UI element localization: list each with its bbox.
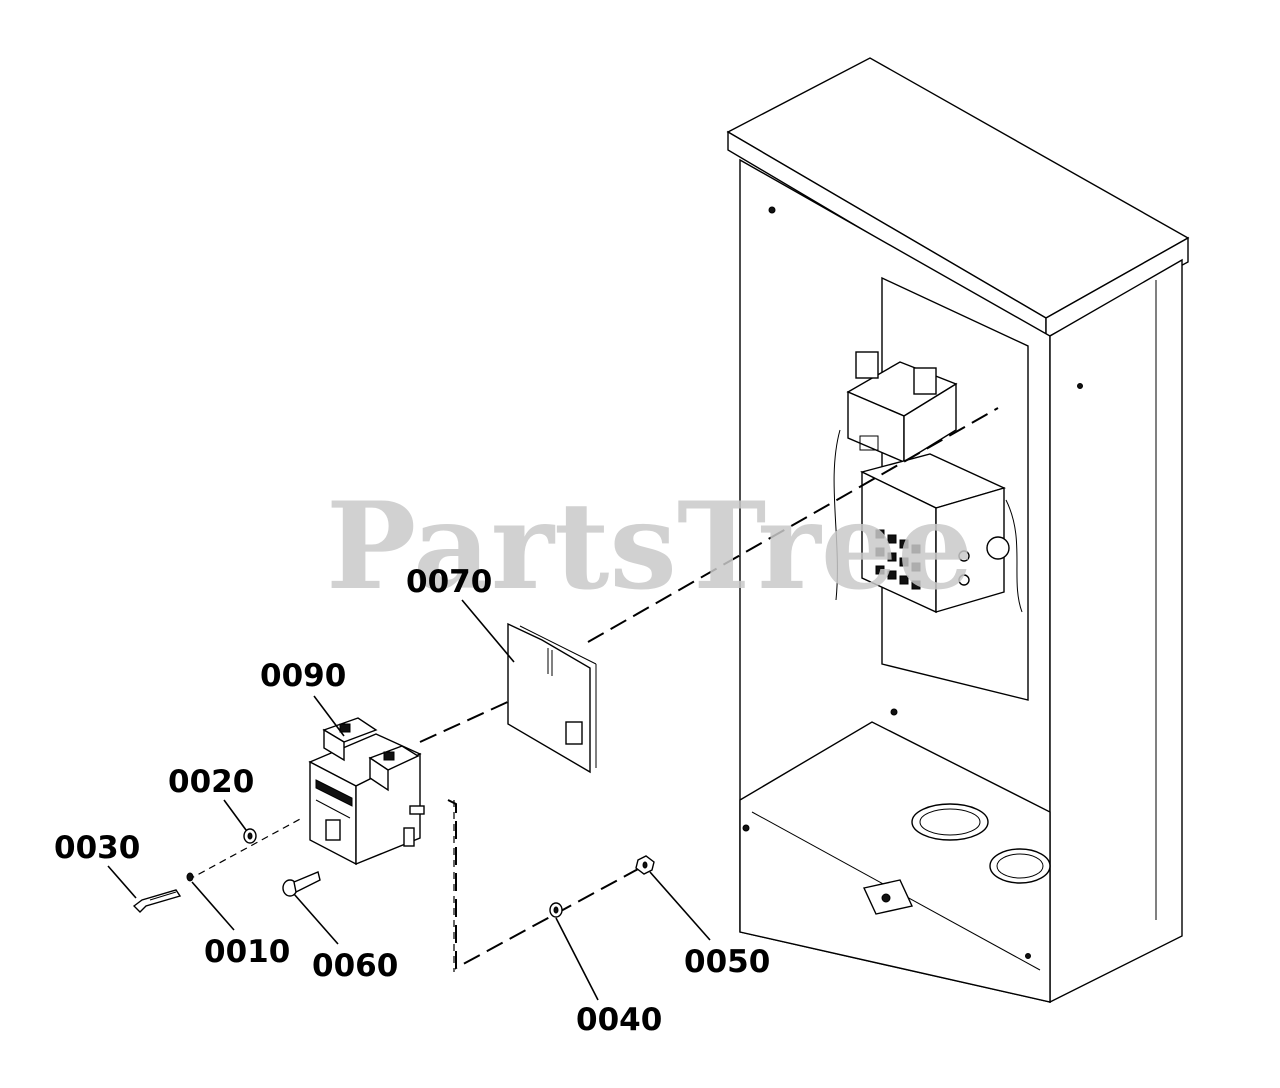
part-0090-relay-block (308, 717, 425, 866)
part-0010-lock-washer (186, 872, 194, 882)
relay-actuator (325, 819, 341, 841)
relay-terminal-1-screw (339, 723, 351, 733)
leader-0040 (555, 917, 599, 1001)
internal-wire (833, 429, 841, 601)
part-0060-screw (282, 871, 321, 897)
callout-0070: 0070 (406, 564, 492, 600)
callout-0060: 0060 (312, 948, 398, 984)
assembly-path-screw-line (187, 817, 303, 881)
relay-terminal-2-screw (383, 751, 395, 761)
mounting-tab-hole (881, 893, 891, 903)
callout-0050: 0050 (684, 944, 770, 980)
part-0040-washer (549, 902, 563, 918)
screw-hole (1025, 953, 1031, 959)
callout-labels: 0070 0090 0020 0030 0010 0060 0040 0050 (54, 564, 770, 1038)
relay-terminal-1-face (323, 728, 345, 762)
callout-0040: 0040 (576, 1002, 662, 1038)
knockout-hole-2 (989, 848, 1051, 884)
leader-0090 (313, 695, 345, 737)
part-0020-flat-washer (243, 828, 257, 844)
knockout-hole-2-inner (996, 853, 1044, 879)
internal-contactor-upper (846, 351, 958, 464)
screw-hole (1077, 383, 1083, 389)
assembly-path-nut-line (447, 799, 641, 970)
internal-wire (1005, 499, 1023, 613)
screw-hole (890, 708, 898, 716)
leader-0070 (461, 599, 515, 663)
enclosure-lid-side-lip (1045, 236, 1189, 340)
relay-terminal-2-face (369, 756, 389, 792)
callout-0020: 0020 (168, 764, 254, 800)
callout-0010: 0010 (204, 934, 290, 970)
callout-0030: 0030 (54, 830, 140, 866)
callout-leaders (107, 599, 711, 1001)
terminal-block-grid (875, 529, 921, 590)
screw-hole (742, 824, 750, 832)
enclosure-cabinet (726, 57, 1190, 1004)
screw-hole (768, 206, 776, 214)
assembly-path-board-to-enclosure (587, 407, 999, 643)
internal-contactor-lower (859, 453, 1010, 614)
leader-0050 (649, 871, 711, 941)
knockout-hole-1-inner (919, 808, 981, 836)
assembly-path-lines (187, 407, 999, 972)
leader-0030 (107, 865, 137, 899)
enclosure-floor (739, 721, 1051, 1003)
leader-0010 (191, 881, 235, 931)
leader-0060 (293, 893, 339, 945)
assembly-path-relay-to-board (419, 699, 513, 743)
callout-0090: 0090 (260, 658, 346, 694)
relay-mounting-foot (403, 827, 415, 847)
knockout-hole-1 (911, 803, 989, 841)
enclosure-side-wall (1049, 258, 1183, 1004)
part-0030-screw (132, 889, 182, 913)
relay-seam (315, 799, 351, 819)
relay-label-band (315, 779, 353, 807)
relay-side-tab (409, 805, 425, 815)
leader-0020 (223, 799, 247, 831)
part-0050-nut (635, 855, 655, 875)
part-0070-circuit-board (507, 622, 597, 774)
watermark-text: PartsTree (326, 476, 973, 617)
